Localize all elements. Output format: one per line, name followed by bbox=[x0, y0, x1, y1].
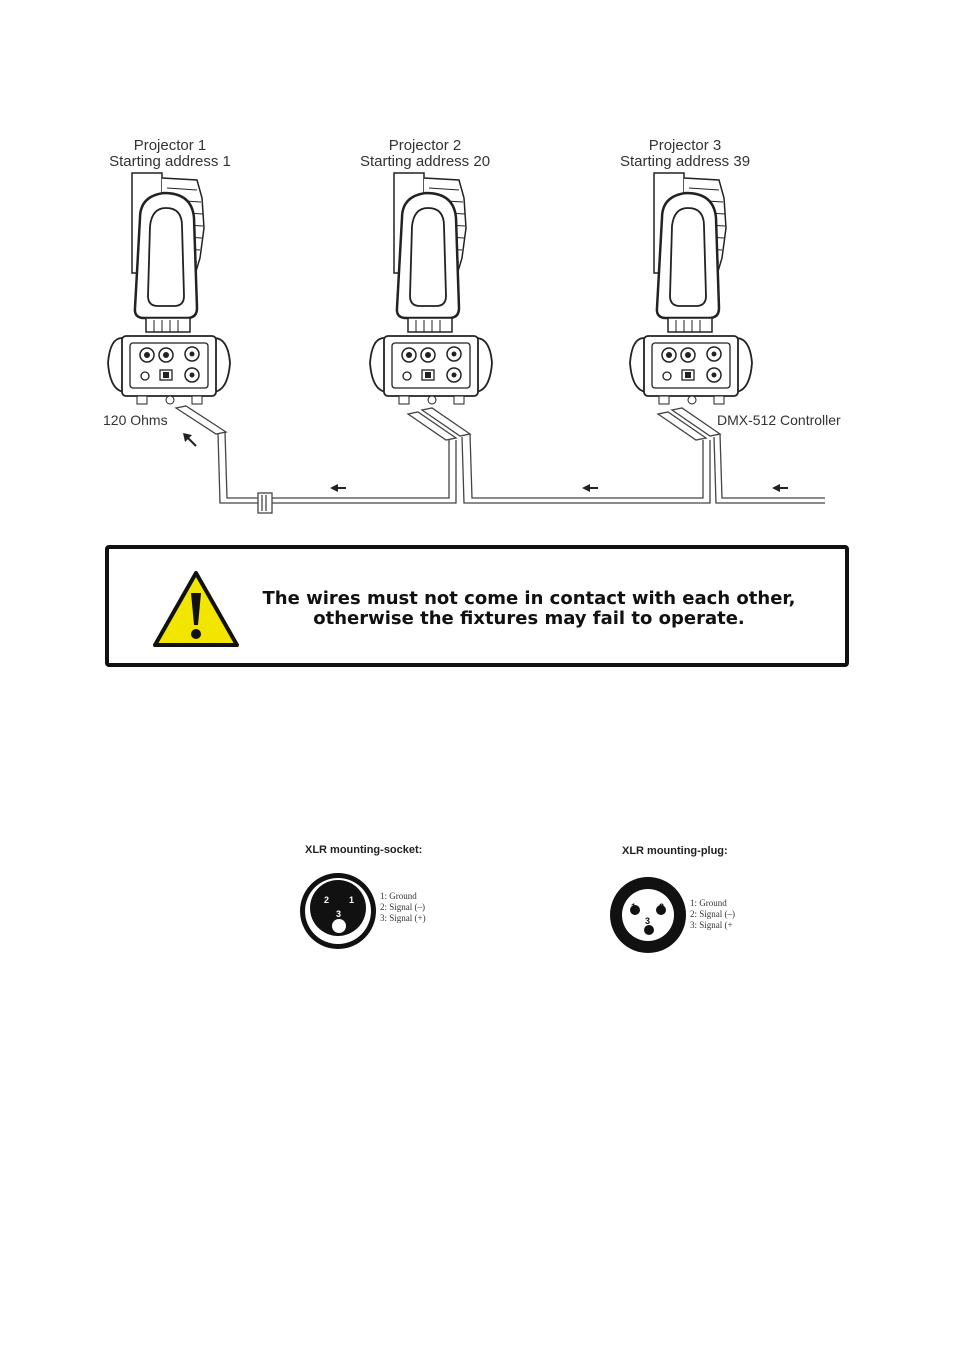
xlr-socket-icon: 2 1 3 bbox=[300, 873, 376, 949]
projector-2-label: Projector 2 Starting address 20 bbox=[350, 138, 500, 170]
projector-2-name: Projector 2 bbox=[388, 137, 462, 154]
projector-1-address: Starting address 1 bbox=[109, 153, 231, 170]
warning-text: The wires must not come in contact with … bbox=[259, 589, 799, 629]
projector-3-label: Projector 3 Starting address 39 bbox=[610, 138, 760, 170]
projector-3-address: Starting address 39 bbox=[619, 153, 751, 170]
plug-pin-1: 1 bbox=[631, 902, 636, 912]
plug-pin-desc-2: 2: Signal (–) bbox=[690, 909, 735, 919]
projector-3-name: Projector 3 bbox=[648, 137, 722, 154]
plug-pin-desc-1: 1: Ground bbox=[690, 898, 727, 908]
plug-pin-2: 2 bbox=[659, 902, 664, 912]
terminator-label: 120 Ohms bbox=[103, 412, 168, 428]
projector-2-address: Starting address 20 bbox=[359, 153, 491, 170]
projector-3-drawing bbox=[628, 171, 754, 406]
socket-pin-desc-2: 2: Signal (–) bbox=[380, 902, 425, 912]
xlr-plug-icon: 1 2 3 bbox=[610, 877, 686, 953]
projector-2-drawing bbox=[368, 171, 494, 406]
plug-pin-desc-3: 3: Signal (+ bbox=[690, 920, 733, 930]
controller-label: DMX-512 Controller bbox=[717, 412, 841, 428]
terminator-pointer-arrow bbox=[183, 433, 197, 447]
socket-pin-desc-3: 3: Signal (+) bbox=[380, 913, 426, 923]
warning-line-1: The wires must not come in contact with … bbox=[262, 588, 796, 609]
xlr-plug-pin-list: 1: Ground 2: Signal (–) 3: Signal (+ bbox=[690, 898, 735, 931]
socket-pin-3: 3 bbox=[336, 909, 341, 919]
warning-line-2: otherwise the fixtures may fail to opera… bbox=[313, 608, 745, 629]
xlr-plug-title: XLR mounting-plug: bbox=[622, 845, 728, 857]
plug-pin-3: 3 bbox=[645, 916, 650, 926]
signal-arrows bbox=[330, 484, 788, 492]
socket-pin-2: 2 bbox=[324, 895, 329, 905]
projector-1-label: Projector 1 Starting address 1 bbox=[100, 138, 240, 170]
socket-pin-desc-1: 1: Ground bbox=[380, 891, 417, 901]
projector-1-name: Projector 1 bbox=[133, 137, 207, 154]
xlr-socket-pin-list: 1: Ground 2: Signal (–) 3: Signal (+) bbox=[380, 891, 426, 924]
warning-box: The wires must not come in contact with … bbox=[105, 545, 849, 667]
projector-1-drawing bbox=[106, 171, 232, 406]
dmx-cable bbox=[174, 405, 825, 514]
xlr-socket-title: XLR mounting-socket: bbox=[305, 844, 423, 856]
socket-pin-1: 1 bbox=[349, 895, 354, 905]
dmx-wiring-diagram bbox=[106, 171, 825, 514]
warning-triangle-icon bbox=[153, 571, 239, 647]
